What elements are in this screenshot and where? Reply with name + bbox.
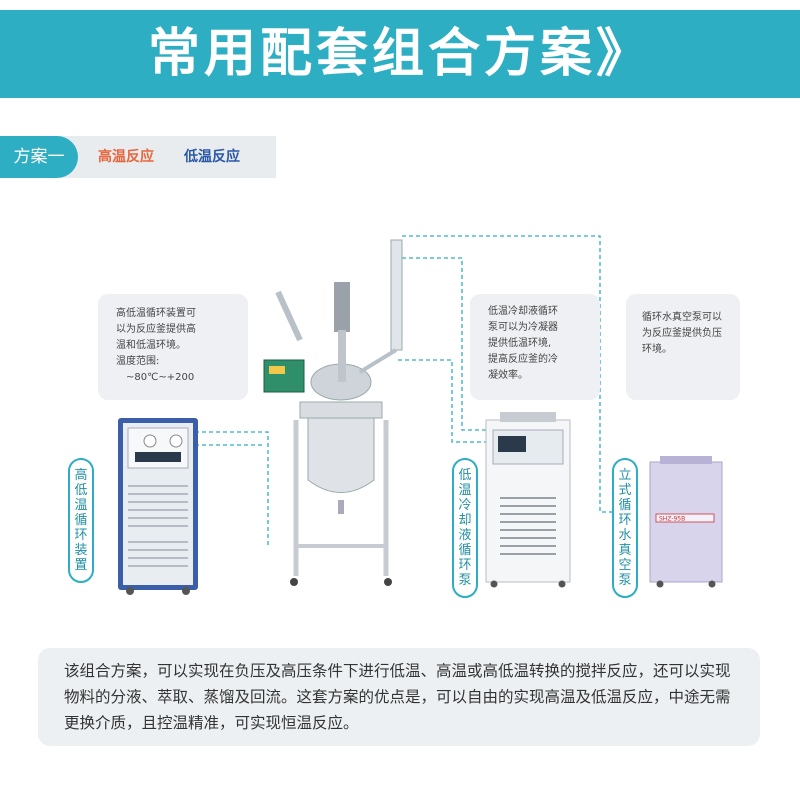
note-line: 高低温循环装置可 — [116, 308, 196, 319]
vacuum-model-plate: SHZ-95B — [659, 516, 685, 523]
note-line: 循环水真空泵可以 — [642, 312, 722, 323]
circulator-unit — [118, 418, 198, 595]
note-line: 以为反应釜提供高 — [116, 324, 196, 335]
plan-hot-label: 高温反应 — [98, 149, 154, 165]
chiller-vertical-label: 低温冷却液循环泵 — [452, 458, 478, 598]
chiller-note: 低温冷却液循环 泵可以为冷凝器 提供低温环境, 提高反应釜的冷 凝效率。 — [470, 294, 600, 400]
note-line: 提高反应釜的冷 — [488, 354, 558, 365]
vacuum-pump-unit: SHZ-95B — [649, 456, 723, 588]
note-line: ~80℃~+200 — [126, 372, 195, 383]
plan-cold-label: 低温反应 — [184, 149, 240, 165]
circulator-vertical-label: 高低温循环装置 — [68, 458, 94, 583]
plan-tab[interactable]: 方案一 — [0, 136, 78, 178]
note-line: 环境。 — [642, 344, 672, 355]
note-line: 凝效率。 — [488, 370, 528, 381]
reactor-unit — [263, 239, 403, 586]
circulator-note: 高低温循环装置可 以为反应釜提供高 温和低温环境。 温度范围: ~80℃~+20… — [98, 294, 248, 400]
page-title: 常用配套组合方案》 — [147, 24, 652, 84]
header-banner — [0, 10, 800, 98]
vacuum-vertical-label: 立式循环水真空泵 — [612, 458, 638, 598]
note-line: 低温冷却液循环 — [488, 306, 558, 317]
chiller-unit — [485, 412, 571, 588]
connection-lines — [195, 235, 620, 545]
vacuum-note: 循环水真空泵可以 为反应釜提供负压 环境。 — [626, 294, 740, 400]
summary-text: 该组合方案，可以实现在负压及高压条件下进行低温、高温或高低温转换的搅拌反应，还可… — [38, 648, 760, 746]
note-line: 泵可以为冷凝器 — [488, 322, 558, 333]
note-line: 温度范围: — [116, 356, 160, 367]
note-line: 温和低温环境。 — [116, 340, 186, 351]
note-line: 提供低温环境, — [488, 338, 552, 349]
note-line: 为反应釜提供负压 — [642, 328, 722, 339]
